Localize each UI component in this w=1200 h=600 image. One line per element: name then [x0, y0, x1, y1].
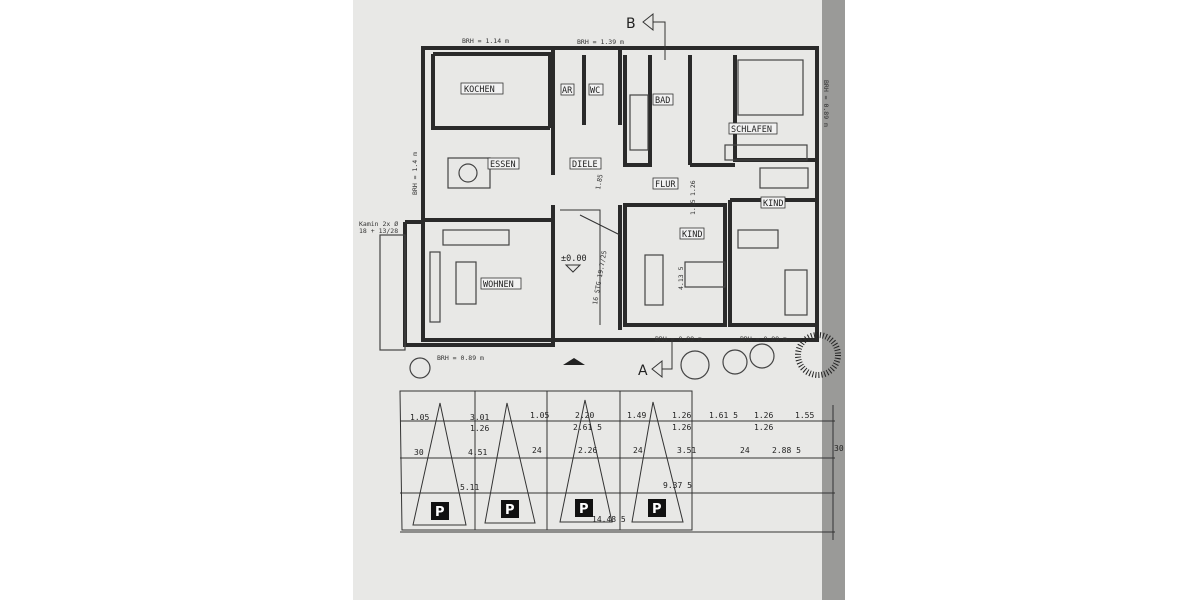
brh-kind-middle: BRH = 0.89 m	[655, 335, 702, 343]
brh-living: BRH = 0.89 m	[437, 354, 484, 362]
dim: 1.26	[470, 424, 489, 433]
room-diele: DIELE	[572, 160, 598, 170]
dim: 4.51	[468, 448, 487, 457]
dim: 1.55	[795, 411, 814, 420]
brh-kind-right: BRH = 0.89 m	[740, 335, 787, 343]
furniture	[379, 59, 841, 380]
room-kochen: KOCHEN	[464, 85, 495, 95]
section-b-arrow-icon	[642, 12, 666, 60]
dim: 5.11	[460, 483, 479, 492]
dim: 24	[740, 446, 750, 455]
parking-sign-icon: P	[431, 502, 449, 520]
svg-text:P: P	[435, 505, 445, 520]
dim: 24	[633, 446, 643, 455]
dim: 30	[834, 444, 844, 453]
section-a-arrow-icon	[651, 340, 673, 379]
dim-kind: 4.13 5	[677, 266, 685, 290]
dim: 1.26	[672, 423, 691, 432]
dim: 1.26	[672, 411, 691, 420]
dim: 2.26	[578, 446, 597, 455]
brh-dining: BRH = 1.4 m	[411, 152, 419, 195]
parking-sign-icon: P	[575, 499, 593, 517]
room-kind-middle: KIND	[682, 230, 702, 240]
dim-kind-door: 1.15	[689, 199, 697, 215]
dim: 1.61 5	[709, 411, 738, 420]
building-walls	[403, 46, 819, 347]
dim: 24	[532, 446, 542, 455]
brh-kitchen: BRH = 1.14 m	[462, 37, 509, 45]
room-wohnen: WOHNEN	[483, 280, 514, 290]
dim-total: 14.48 5	[592, 515, 626, 524]
dim: 1.05	[530, 411, 549, 420]
section-a-marker: A	[638, 363, 648, 379]
dim: 9.37 5	[663, 481, 692, 490]
kamin-size: 18 + 13/28	[359, 227, 398, 235]
paper-edge-shadow	[822, 0, 845, 600]
dim: 1.26	[754, 411, 773, 420]
room-ar: AR	[562, 86, 573, 96]
room-flur: FLUR	[655, 180, 676, 190]
room-bad: BAD	[655, 96, 670, 106]
dim: 30	[414, 448, 424, 457]
room-schlafen: SCHLAFEN	[731, 125, 772, 135]
dim-flur: 1.26	[689, 180, 697, 196]
room-labels: KOCHEN AR WC BAD SCHLAFEN ESSEN DIELE FL…	[460, 82, 786, 290]
dim: 1.49	[627, 411, 646, 420]
svg-text:P: P	[579, 502, 589, 517]
room-wc: WC	[590, 86, 600, 96]
dim: 3.01	[470, 413, 489, 422]
section-b-marker: B	[626, 16, 636, 32]
dim: 1.05	[410, 413, 429, 422]
dim: 2.20	[575, 411, 594, 420]
svg-text:P: P	[652, 502, 662, 517]
dim-diele: 1.85	[594, 173, 605, 190]
brh-bath: BRH = 1.39 m	[577, 38, 624, 46]
svg-text:P: P	[505, 503, 515, 518]
site-dimension-grid: 1.05 3.01 1.05 2.20 1.49 1.26 1.61 5 1.2…	[399, 390, 844, 540]
dim: 3.51	[677, 446, 696, 455]
kamin-label: Kamin 2x Ø	[359, 220, 398, 228]
brh-schlafen: BRH = 0.89 m	[822, 80, 830, 127]
dim: 2.61 5	[573, 423, 602, 432]
dim: 2.88 5	[772, 446, 801, 455]
room-essen: ESSEN	[490, 160, 516, 170]
room-kind-right: KIND	[763, 199, 783, 209]
parking-sign-icon: P	[501, 500, 519, 518]
dim: 1.26	[754, 423, 773, 432]
level-marker: ±0.00	[561, 254, 587, 264]
parking-sign-icon: P	[648, 499, 666, 517]
